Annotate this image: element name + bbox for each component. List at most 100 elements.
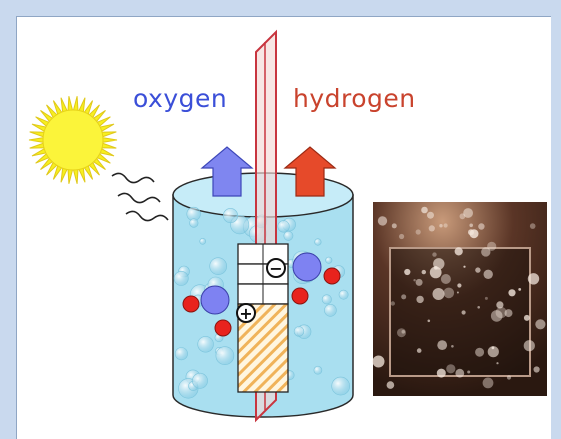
- water-bubble: [331, 376, 351, 396]
- photo-bubble: [496, 362, 499, 365]
- water-bubble: [325, 256, 333, 264]
- photo-bubble: [427, 319, 431, 323]
- photo-bubble: [401, 294, 407, 300]
- water-bubble: [277, 220, 290, 233]
- photo-bubble: [386, 381, 395, 389]
- positive-terminal: +: [236, 303, 256, 323]
- photo-bubble: [467, 370, 471, 374]
- photo-bubble: [454, 247, 463, 256]
- photo-bubble: [477, 306, 481, 309]
- photo-bubble: [518, 288, 522, 291]
- photo-bubble: [508, 289, 516, 297]
- water-bubble: [192, 372, 208, 389]
- water-molecule-icon: [291, 252, 341, 305]
- photo-bubble: [415, 278, 423, 286]
- light-wave-icon: [111, 172, 169, 222]
- sun-icon: [28, 96, 118, 184]
- photo-bubble: [404, 268, 411, 276]
- photo-bubble: [399, 233, 405, 240]
- photo-bubble: [495, 307, 507, 319]
- water-bubble: [174, 347, 188, 361]
- photo-bubble: [390, 301, 395, 306]
- photo-bubble: [421, 269, 426, 275]
- water-bubble: [293, 326, 305, 337]
- photo-bubble: [506, 375, 512, 380]
- water-bubble: [189, 218, 199, 228]
- water-bubble: [283, 230, 294, 241]
- photo-bubble: [437, 340, 448, 350]
- photo-bubbles: [372, 206, 546, 389]
- photo-bubble: [432, 288, 445, 300]
- photo-bubble: [529, 223, 536, 229]
- photo-bubble: [496, 301, 504, 309]
- photo-bubble: [533, 366, 540, 373]
- water-molecule-icon: [182, 285, 232, 337]
- photo-bubble: [468, 229, 474, 236]
- water-bubble: [223, 208, 239, 224]
- photo-bubble: [484, 296, 488, 300]
- oxygen-up-arrow-icon: [200, 146, 254, 197]
- photo-bubble: [416, 348, 422, 353]
- photo-bubble: [443, 287, 455, 299]
- photo-bubble: [527, 273, 540, 285]
- photo-bubble: [440, 274, 451, 284]
- photo-bubble: [463, 265, 466, 268]
- photo-bubble: [432, 252, 437, 257]
- water-bubble: [209, 257, 227, 276]
- photo-bubble: [372, 355, 385, 368]
- photo-bubble: [433, 258, 445, 270]
- photo-bubble: [421, 206, 428, 214]
- photo-bubble: [391, 223, 397, 229]
- oxygen-label: oxygen: [133, 84, 228, 113]
- photo-bubble: [523, 314, 530, 321]
- photo-bubble: [481, 247, 491, 257]
- negative-terminal-sign: −: [269, 259, 282, 278]
- photo-bubble: [535, 319, 546, 330]
- photo-bubble: [469, 223, 474, 228]
- negative-terminal: −: [266, 258, 286, 278]
- photo-bubble: [443, 223, 448, 228]
- photo-bubble: [487, 241, 497, 251]
- photo-bubble: [463, 208, 473, 218]
- photo-bubble: [475, 347, 485, 357]
- water-bubble: [321, 294, 332, 305]
- photo-bubble: [478, 223, 485, 230]
- photo-bubble: [377, 216, 388, 226]
- photo-bubble: [397, 328, 406, 338]
- photo-bubble: [490, 310, 503, 322]
- water-bubble: [173, 270, 189, 286]
- photo-bubble: [461, 310, 466, 315]
- photo-bubble: [428, 225, 435, 232]
- hydrogen-up-arrow-icon: [283, 146, 337, 197]
- photo-bubble: [436, 368, 446, 378]
- photo-bubble: [475, 267, 481, 273]
- photo-bubble: [455, 368, 465, 378]
- water-bubble: [338, 289, 349, 300]
- water-bubble: [197, 336, 214, 353]
- photo-bubble: [523, 340, 535, 352]
- photo-bubble: [456, 291, 459, 294]
- photo-bubble: [504, 309, 513, 318]
- photo-bubble: [416, 295, 424, 304]
- photo-bubble: [401, 330, 406, 334]
- photo-bubble: [457, 283, 462, 288]
- photo-bubble: [413, 279, 416, 282]
- water-bubble: [324, 303, 337, 317]
- photo-bubble: [427, 211, 434, 219]
- photo-bubble: [415, 229, 421, 235]
- water-bubble: [314, 238, 322, 246]
- bubbling-electrode-photo: [372, 202, 547, 396]
- positive-terminal-sign: +: [239, 304, 252, 323]
- photo-bubble: [491, 346, 495, 350]
- photo-bubble: [446, 364, 456, 374]
- water-bubble: [215, 346, 235, 366]
- photo-bubble: [483, 269, 493, 279]
- photo-bubble: [487, 346, 499, 358]
- hydrogen-label: hydrogen: [293, 84, 416, 113]
- photo-bubble: [482, 377, 494, 389]
- photo-bubble: [439, 224, 443, 228]
- photo-bubble: [451, 345, 454, 348]
- water-bubble: [199, 238, 206, 245]
